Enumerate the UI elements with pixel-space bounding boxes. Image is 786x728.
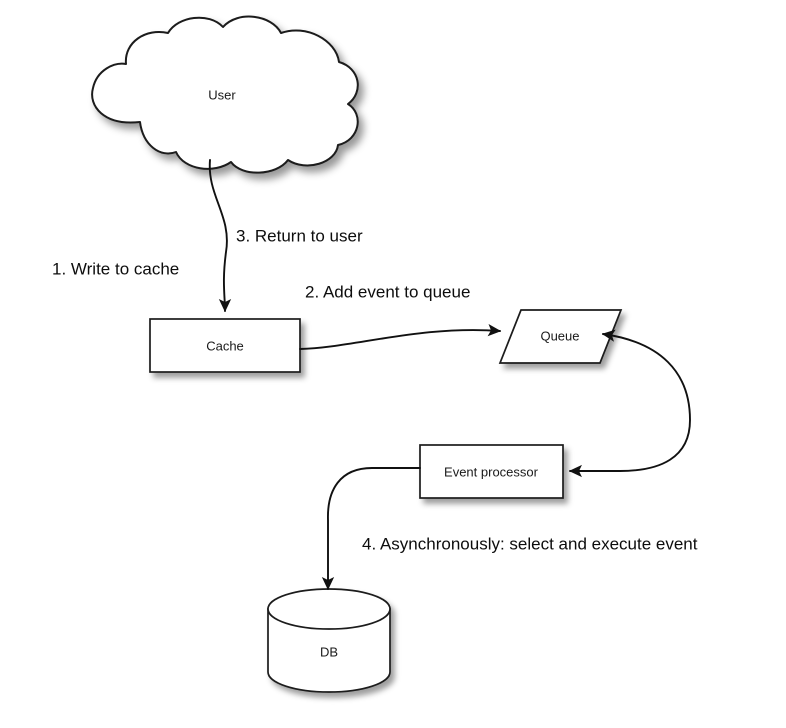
edge-processor-to-db xyxy=(321,467,421,591)
node-user-label: User xyxy=(208,87,236,102)
edge-user-to-cache xyxy=(208,159,232,313)
step-label-2: 2. Add event to queue xyxy=(305,282,470,301)
step-label-1: 1. Write to cache xyxy=(52,259,179,278)
node-queue[interactable]: Queue xyxy=(498,309,623,364)
node-db-label: DB xyxy=(320,644,338,659)
node-cache[interactable]: Cache xyxy=(149,318,301,373)
node-user[interactable]: User xyxy=(91,15,359,174)
step-label-3: 3. Return to user xyxy=(236,226,363,245)
node-queue-label: Queue xyxy=(540,328,579,343)
node-event-processor-label: Event processor xyxy=(444,464,539,479)
step-label-4: 4. Asynchronously: select and execute ev… xyxy=(362,534,698,553)
node-event-processor[interactable]: Event processor xyxy=(419,444,564,499)
edge-cache-to-queue xyxy=(299,323,502,350)
node-db[interactable]: DB xyxy=(267,588,391,693)
edge-queue-processor-loop xyxy=(568,329,691,478)
node-cache-label: Cache xyxy=(206,338,244,353)
